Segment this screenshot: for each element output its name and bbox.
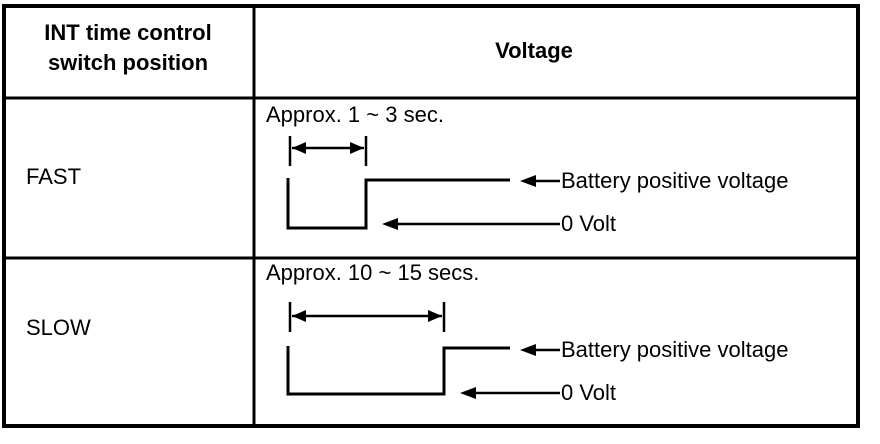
dimension-arrowhead-right bbox=[350, 142, 364, 154]
header-switch-position-line1: INT time control bbox=[44, 20, 211, 45]
dimension-arrowhead-left bbox=[292, 142, 306, 154]
table-frame bbox=[2, 4, 860, 428]
zero-volt-label-slow: 0 Volt bbox=[561, 380, 616, 405]
battery-voltage-arrowhead bbox=[520, 344, 536, 356]
zero-volt-arrowhead bbox=[382, 218, 398, 230]
battery-voltage-label-slow: Battery positive voltage bbox=[561, 337, 788, 362]
battery-voltage-arrowhead bbox=[520, 175, 536, 187]
voltage-waveform-fast bbox=[286, 178, 510, 230]
battery-voltage-label-fast: Battery positive voltage bbox=[561, 168, 788, 193]
zero-volt-arrowhead bbox=[460, 387, 476, 399]
voltage-waveform-slow bbox=[286, 346, 510, 396]
duration-label-fast: Approx. 1 ~ 3 sec. bbox=[266, 102, 444, 127]
zero-volt-label-fast: 0 Volt bbox=[561, 211, 616, 236]
table-row-slow: SLOW Approx. 10 ~ 15 secs. Battery posit… bbox=[26, 260, 788, 405]
duration-label-slow: Approx. 10 ~ 15 secs. bbox=[266, 260, 479, 285]
header-voltage: Voltage bbox=[495, 38, 573, 63]
position-fast: FAST bbox=[26, 164, 81, 189]
dimension-arrowhead-right bbox=[428, 310, 442, 322]
position-slow: SLOW bbox=[26, 315, 91, 340]
table-row-fast: FAST Approx. 1 ~ 3 sec. Battery positive… bbox=[26, 102, 788, 236]
header-switch-position-line2: switch position bbox=[48, 50, 208, 75]
dimension-arrowhead-left bbox=[292, 310, 306, 322]
